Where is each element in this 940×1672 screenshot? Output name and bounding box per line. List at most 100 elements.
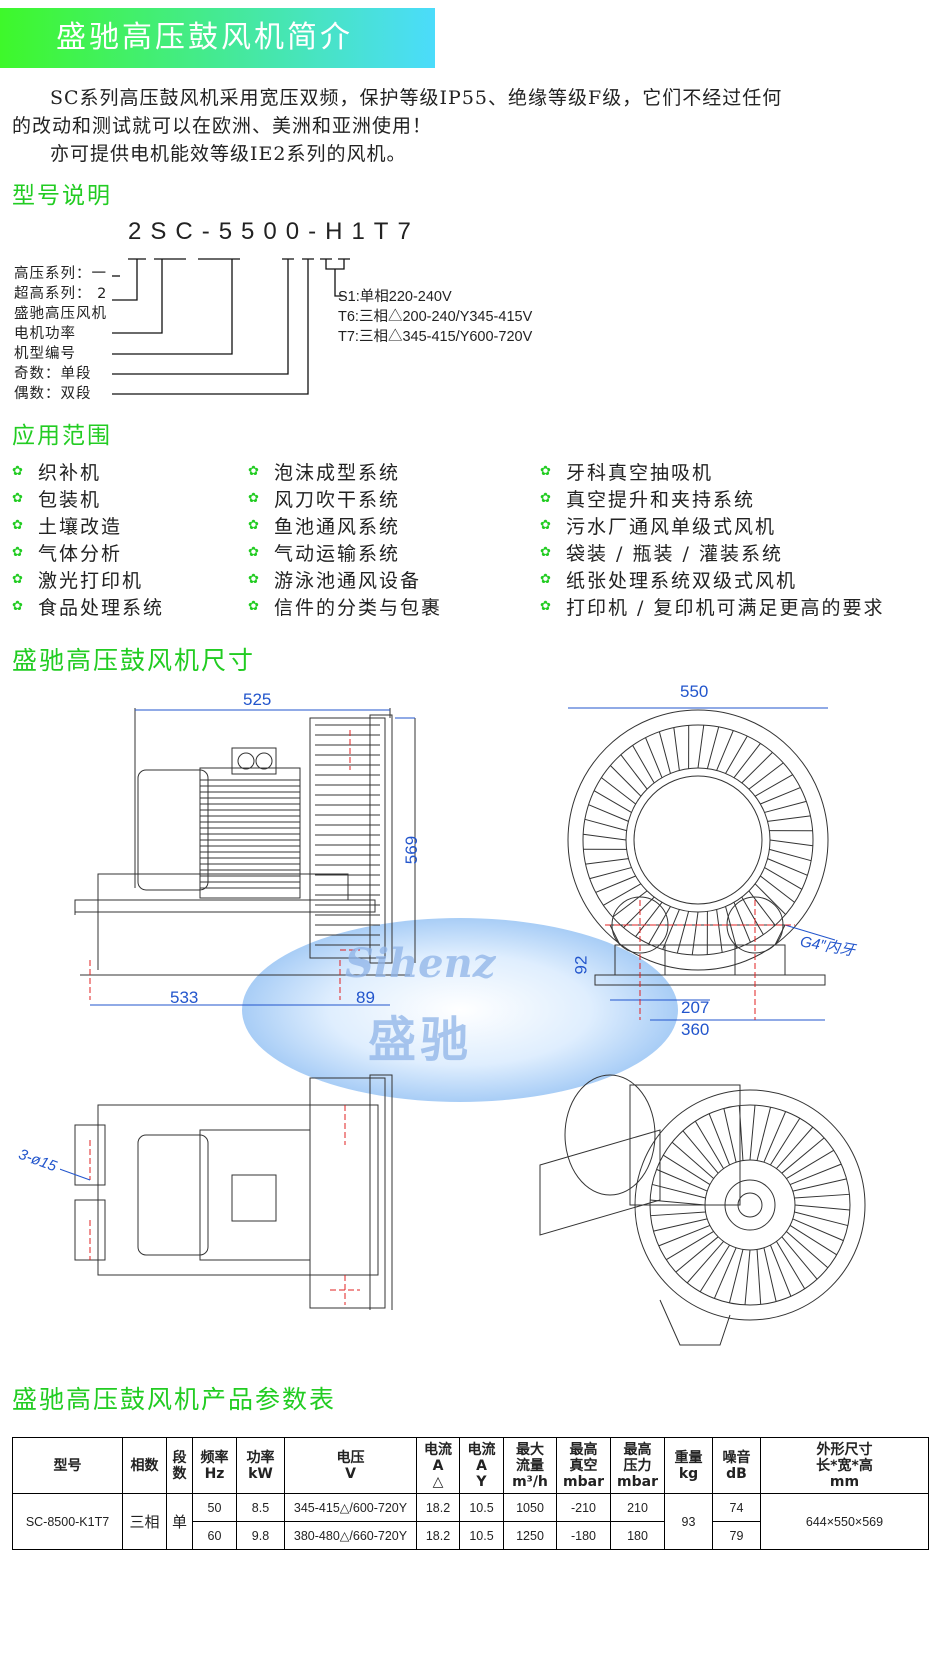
table-header-cell: 最高 压力 mbar — [610, 1437, 665, 1494]
table-row: 60 9.8 380-480△/660-720Y 18.2 10.5 1250 … — [13, 1521, 929, 1550]
bullet-icon: ✿ — [12, 571, 25, 587]
table-row: SC-8500-K1T7 三相 单 50 8.5 345-415△/600-72… — [12, 1493, 929, 1550]
cell-pressure: 210 — [610, 1493, 665, 1522]
table-header-cell: 重量 kg — [664, 1437, 713, 1494]
bullet-icon: ✿ — [12, 517, 25, 533]
cell-hz: 60 — [192, 1521, 237, 1550]
application-item: ✿鱼池通风系统 — [248, 512, 400, 539]
intro-line-3: 亦可提供电机能效等级IE2系列的风机。 — [50, 143, 407, 165]
bullet-icon: ✿ — [248, 598, 261, 614]
cell-model: SC-8500-K1T7 — [12, 1493, 123, 1550]
application-label: 打印机 / 复印机可满足更高的要求 — [566, 597, 885, 619]
application-label: 牙科真空抽吸机 — [566, 462, 714, 484]
application-item: ✿ 气体分析 — [12, 539, 122, 566]
application-item: ✿ 信件的分类与包裹 — [248, 593, 442, 620]
bullet-icon: ✿ — [248, 571, 261, 587]
watermark-text: Sihenz — [345, 940, 496, 987]
bullet-icon: ✿ — [12, 490, 25, 506]
bullet-icon: ✿ — [12, 463, 25, 479]
cell-current-y: 10.5 — [459, 1493, 504, 1522]
dim-holes: 3-ø15 — [16, 1145, 59, 1176]
cell-flow: 1250 — [503, 1521, 557, 1550]
model-label: 机型编号 — [14, 346, 76, 362]
applications-title: 应用范围 — [12, 423, 112, 449]
application-label: 污水厂通风单级式风机 — [566, 516, 777, 538]
code-part: T — [373, 218, 398, 245]
dim-front-foot-outer: 360 — [681, 1020, 710, 1039]
cell-pressure: 180 — [610, 1521, 665, 1550]
application-item: ✿ 土壤改造 — [12, 512, 122, 539]
table-title: 盛驰高压鼓风机产品参数表 — [12, 1385, 337, 1414]
cell-noise: 74 — [712, 1493, 761, 1522]
dim-front-foot-inner: 207 — [681, 998, 710, 1017]
table-header-cell: 最高 真空 mbar — [556, 1437, 611, 1494]
application-label: 食品处理系统 — [38, 597, 165, 619]
table-header-cell: 功率 kW — [236, 1437, 285, 1494]
voltage-code: T6:三相△200-240/Y345-415V — [338, 309, 533, 325]
application-item: ✿ 真空提升和夹持系统 — [540, 485, 755, 512]
model-section-title: 型号说明 — [12, 183, 112, 209]
application-label: 真空提升和夹持系统 — [566, 489, 756, 511]
dim-side-height: 569 — [402, 835, 422, 865]
model-label: 高压系列：一 — [14, 266, 107, 282]
model-label: 盛驰高压风机 — [14, 306, 107, 322]
bullet-icon: ✿ — [12, 544, 25, 560]
application-item: ✿游泳池通风设备 — [248, 566, 421, 593]
code-part: 2 — [128, 218, 151, 245]
table-header-cell: 最大 流量 m³/h — [503, 1437, 557, 1494]
dim-front-width: 550 — [680, 682, 709, 701]
table-header-cell: 电流 A △ — [416, 1437, 460, 1494]
bullet-icon: ✿ — [248, 463, 261, 479]
code-part: SC — [150, 218, 202, 245]
bullet-icon: ✿ — [540, 463, 553, 479]
application-label: 信件的分类与包裹 — [274, 597, 443, 619]
bullet-icon: ✿ — [248, 544, 261, 560]
code-part: - — [308, 218, 326, 245]
application-item: ✿袋装 / 瓶装 / 灌装系统 — [540, 539, 783, 566]
code-part: 1 — [351, 218, 374, 245]
cell-kw: 9.8 — [236, 1521, 285, 1550]
application-label: 气体分析 — [38, 543, 123, 565]
cell-size: 644×550×569 — [760, 1493, 929, 1550]
model-labels: 高压系列：一 超高系列： 2 盛驰高压风机 电机功率 机型编号 奇数：单段 偶数… — [14, 264, 107, 404]
voltage-code: T7:三相△345-415/Y600-720V — [338, 329, 533, 345]
cell-kw: 8.5 — [236, 1493, 285, 1522]
table-header-cell: 电压 V — [284, 1437, 417, 1494]
application-item: ✿食品处理系统 — [12, 593, 164, 620]
application-label: 织补机 — [38, 462, 102, 484]
application-item: ✿风刀吹干系统 — [248, 485, 400, 512]
application-label: 泡沫成型系统 — [274, 462, 401, 484]
application-label: 袋装 / 瓶装 / 灌装系统 — [566, 543, 783, 565]
model-label: 电机功率 — [14, 326, 76, 342]
cell-current-y: 10.5 — [459, 1521, 504, 1550]
bullet-icon: ✿ — [248, 517, 261, 533]
table-header-cell: 相数 — [122, 1437, 167, 1494]
application-label: 纸张处理系统双级式风机 — [566, 570, 798, 592]
intro-line-2: 的改动和测试就可以在欧洲、美洲和亚洲使用！ — [12, 115, 433, 137]
cell-voltage: 380-480△/660-720Y — [284, 1521, 417, 1550]
model-leader-lines — [112, 258, 350, 395]
intro-line-1: SC系列高压鼓风机采用宽压双频，保护等级IP55、绝缘等级F级，它们不经过任何 — [50, 87, 783, 109]
application-item: ✿污水厂通风单级式风机 — [540, 512, 776, 539]
application-label: 气动运输系统 — [274, 543, 401, 565]
voltage-codes: S1:单相220-240V T6:三相△200-240/Y345-415V T7… — [338, 287, 532, 347]
code-part: 5500 — [218, 218, 309, 245]
dimensions-title: 盛驰高压鼓风机尺寸 — [12, 646, 256, 675]
application-item: ✿纸张处理系统双级式风机 — [540, 566, 797, 593]
table-header-cell: 电流 A Y — [459, 1437, 504, 1494]
application-item: ✿ 气动运输系统 — [248, 539, 400, 566]
application-item: ✿ 牙科真空抽吸机 — [540, 458, 713, 485]
model-label: 超高系列： 2 — [14, 286, 108, 302]
cell-stage: 单 — [166, 1493, 193, 1550]
application-item: ✿打印机 / 复印机可满足更高的要求 — [540, 593, 884, 620]
perspective-view-drawing — [539, 1074, 866, 1346]
application-item: ✿ 包装机 — [12, 485, 101, 512]
application-item: ✿ 泡沫成型系统 — [248, 458, 400, 485]
bullet-icon: ✿ — [540, 490, 553, 506]
application-label: 风刀吹干系统 — [274, 489, 401, 511]
cell-phase: 三相 — [122, 1493, 167, 1550]
cell-hz: 50 — [192, 1493, 237, 1522]
application-label: 包装机 — [38, 489, 102, 511]
application-label: 土壤改造 — [38, 516, 123, 538]
